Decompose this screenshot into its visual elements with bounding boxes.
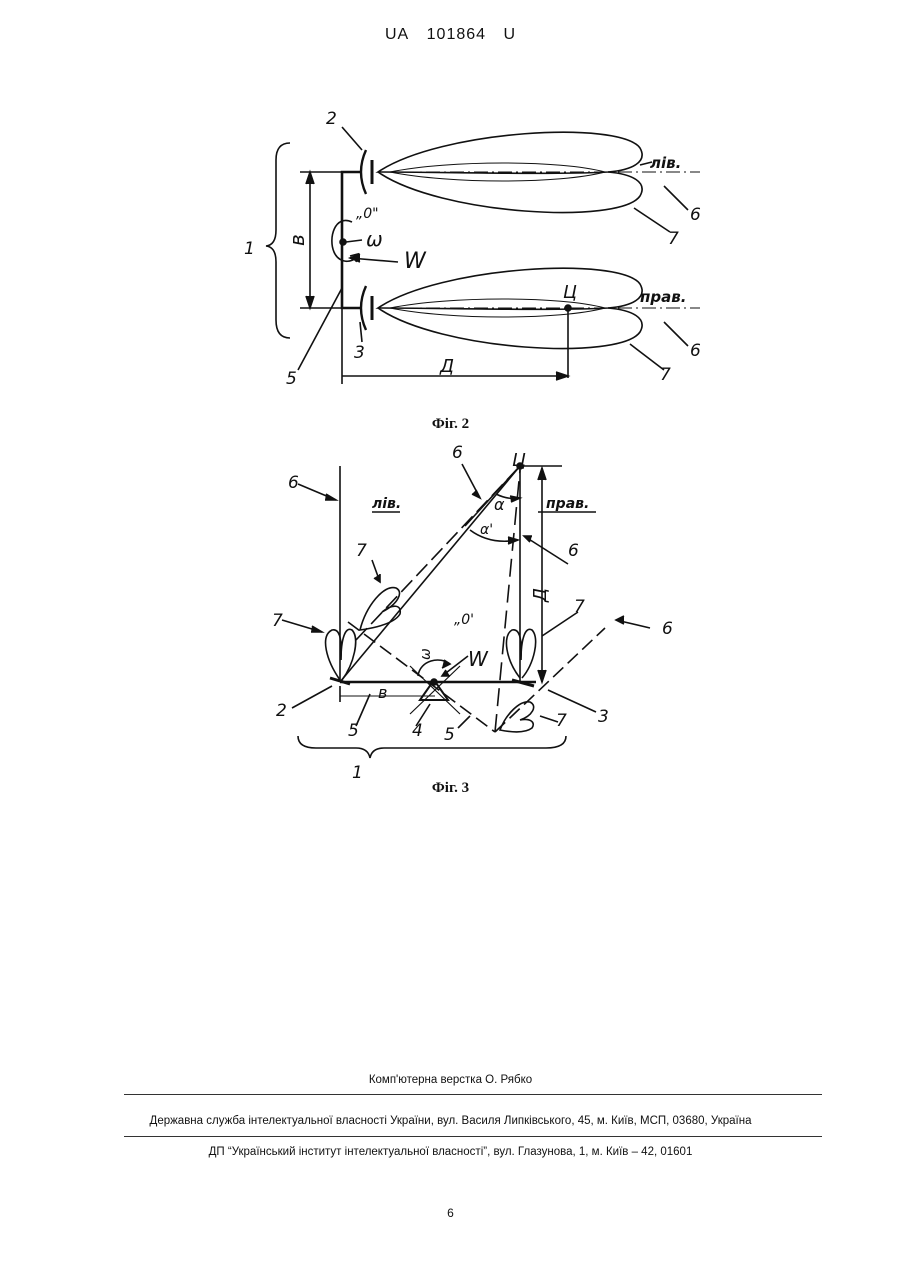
fig2-caption: Фіг. 2 [0,416,901,433]
footer-divider-2 [124,1136,822,1137]
fig2-label-w: W [404,249,427,274]
fig2-label-7a: 7 [668,229,679,249]
fig2-label-7b: 7 [660,365,671,385]
footer-layout-credit: Комп'ютерна верстка О. Рябко [0,1074,901,1086]
fig3-lobe-right [506,629,535,678]
footer-institute: ДП “Український інститут інтелектуальної… [0,1146,901,1158]
footer-state-service: Державна служба інтелектуальної власност… [0,1115,901,1127]
fig2-label-b: в [285,234,309,246]
fig2-lobe-upper-right [378,172,642,212]
fig2-antenna-3 [361,286,366,330]
fig3-brace [298,736,566,758]
fig3-label-6d: 6 [662,619,673,639]
fig3-label-alpha: α [494,495,505,514]
fig3-label-5a: 5 [348,721,359,741]
fig3-lobe-rotated-right [500,702,534,732]
fig2-label-2: 2 [326,109,337,129]
fig3-label-6c: 6 [568,541,579,561]
fig3-label-6a: 6 [288,473,299,493]
fig2-label-o: „0" [356,206,379,222]
fig3-label-b: в [378,683,387,702]
fig3-label-d: Д [530,588,551,603]
figure-2 [266,127,700,384]
fig2-label-ts: Ц [563,282,577,303]
fig3-label-w: W [468,647,489,671]
fig3-label-alpha-prime: α' [480,522,493,538]
fig3-label-3: 3 [598,707,609,727]
fig3-label-left: лів. [372,496,401,512]
fig3-label-4: 4 [412,721,423,741]
fig2-lobe-lower-right [378,308,642,348]
figure-3 [282,463,650,758]
fig2-label-3: 3 [354,343,365,363]
fig3-label-7c: 7 [574,597,585,617]
fig3-label-ts: Ц [512,450,526,471]
fig2-label-6b: 6 [690,341,701,361]
fig2-label-5: 5 [286,369,297,389]
fig2-label-6a: 6 [690,205,701,225]
fig2-label-omega: ω [366,227,383,251]
fig3-label-right: прав. [546,496,589,512]
fig3-label-7d: 7 [556,711,567,731]
fig3-label-7a: 7 [356,541,367,561]
fig2-antenna-2 [361,150,366,194]
footer-divider-1 [124,1094,822,1095]
fig3-label-omega: ω [418,648,434,660]
fig3-label-6b: 6 [452,443,463,463]
page-number: 6 [0,1206,901,1220]
fig3-caption: Фіг. 3 [0,780,901,797]
fig3-label-2: 2 [276,701,287,721]
fig3-label-7b: 7 [272,611,283,631]
fig3-label-o: „0' [454,612,474,628]
fig2-label-right: прав. [640,288,686,306]
fig3-label-5b: 5 [444,725,455,745]
fig2-label-left: лів. [650,154,681,172]
fig2-label-d: Д [439,356,454,377]
fig2-label-1: 1 [244,239,255,259]
fig3-lobe-rotated-left [360,588,400,630]
